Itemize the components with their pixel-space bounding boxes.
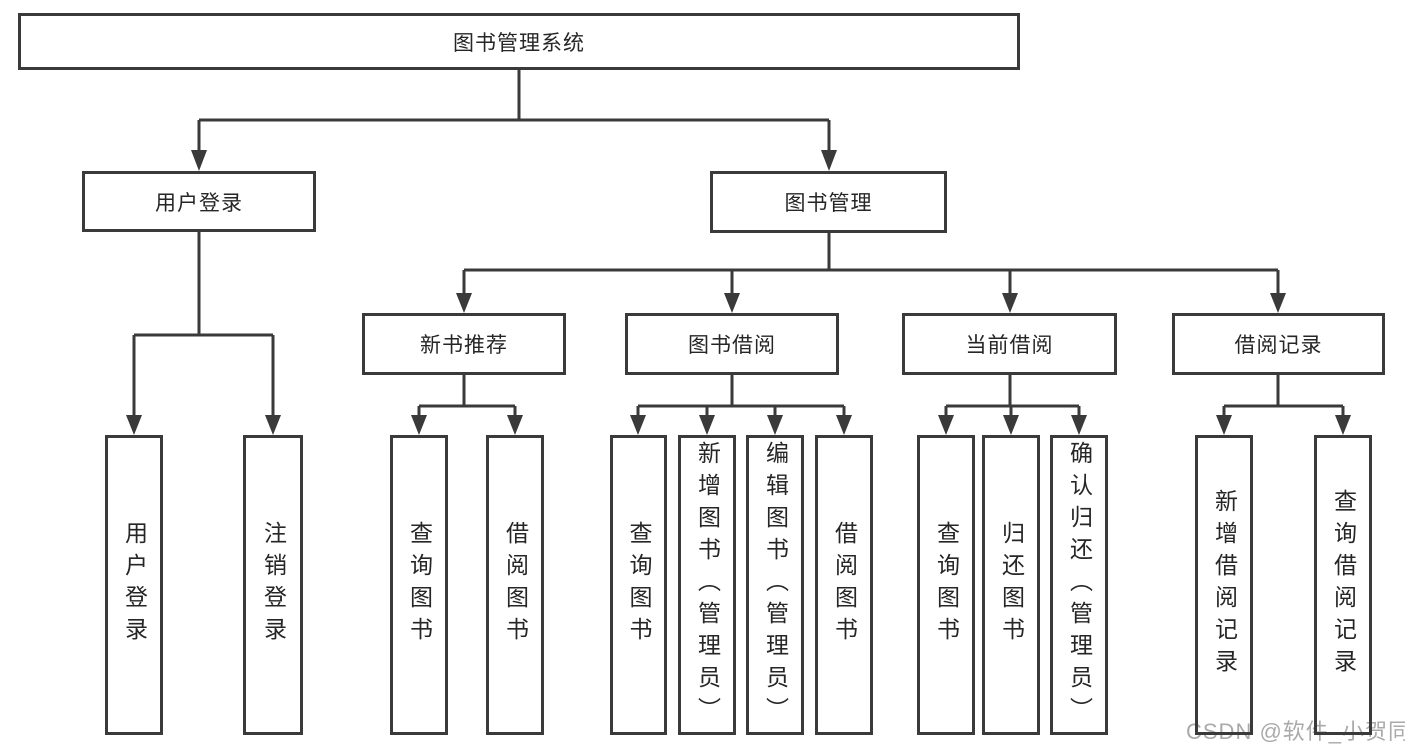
leaf-query-books-current-label: 查询图书 (933, 521, 960, 649)
node-borrow-records-label: 借阅记录 (1234, 334, 1323, 357)
node-borrow-records: 借阅记录 (1172, 313, 1385, 375)
leaf-confirm-return-admin-label: 确认归还（管理员） (1066, 441, 1093, 729)
node-current-borrow: 当前借阅 (902, 313, 1117, 375)
arrowheads (126, 150, 1351, 435)
leaf-query-borrow-record: 查询借阅记录 (1314, 435, 1372, 735)
node-user-login: 用户登录 (82, 171, 316, 232)
node-book-borrow-label: 图书借阅 (688, 334, 776, 357)
node-root-label: 图书管理系统 (453, 31, 585, 55)
node-book-management: 图书管理 (710, 171, 947, 233)
leaf-user-login-label: 用户登录 (121, 521, 148, 649)
leaf-add-borrow-record: 新增借阅记录 (1195, 435, 1253, 735)
leaf-add-books-admin-label: 新增图书（管理员） (694, 441, 721, 729)
leaf-borrow-books-label: 借阅图书 (831, 521, 858, 649)
node-book-borrow: 图书借阅 (625, 313, 839, 375)
leaf-user-login: 用户登录 (105, 435, 163, 735)
leaf-query-books-recommend: 查询图书 (390, 435, 448, 735)
leaf-borrow-books: 借阅图书 (815, 435, 873, 735)
leaf-logout-label: 注销登录 (260, 521, 287, 649)
leaf-query-books-borrow: 查询图书 (610, 435, 667, 735)
leaf-query-books-current: 查询图书 (917, 435, 975, 735)
leaf-query-books-borrow-label: 查询图书 (626, 521, 652, 649)
leaf-return-books: 归还图书 (982, 435, 1040, 735)
leaf-edit-books-admin: 编辑图书（管理员） (746, 435, 804, 735)
node-book-management-label: 图书管理 (784, 192, 873, 215)
watermark: CSDN @软件_小贺同学 (1186, 719, 1405, 744)
node-current-borrow-label: 当前借阅 (965, 334, 1054, 357)
leaf-add-borrow-record-label: 新增借阅记录 (1211, 489, 1238, 681)
leaf-add-books-admin: 新增图书（管理员） (678, 435, 736, 735)
leaf-borrow-books-recommend-label: 借阅图书 (502, 521, 529, 649)
leaf-borrow-books-recommend: 借阅图书 (486, 435, 544, 735)
node-new-book-recommend-label: 新书推荐 (420, 334, 508, 357)
node-new-book-recommend: 新书推荐 (362, 313, 566, 375)
leaf-confirm-return-admin: 确认归还（管理员） (1050, 435, 1108, 735)
leaf-return-books-label: 归还图书 (998, 521, 1025, 649)
leaf-query-books-recommend-label: 查询图书 (406, 521, 433, 649)
node-root: 图书管理系统 (18, 13, 1020, 70)
leaf-query-borrow-record-label: 查询借阅记录 (1330, 489, 1357, 681)
leaf-logout: 注销登录 (243, 435, 303, 735)
node-user-login-label: 用户登录 (155, 191, 243, 215)
leaf-edit-books-admin-label: 编辑图书（管理员） (762, 441, 789, 729)
